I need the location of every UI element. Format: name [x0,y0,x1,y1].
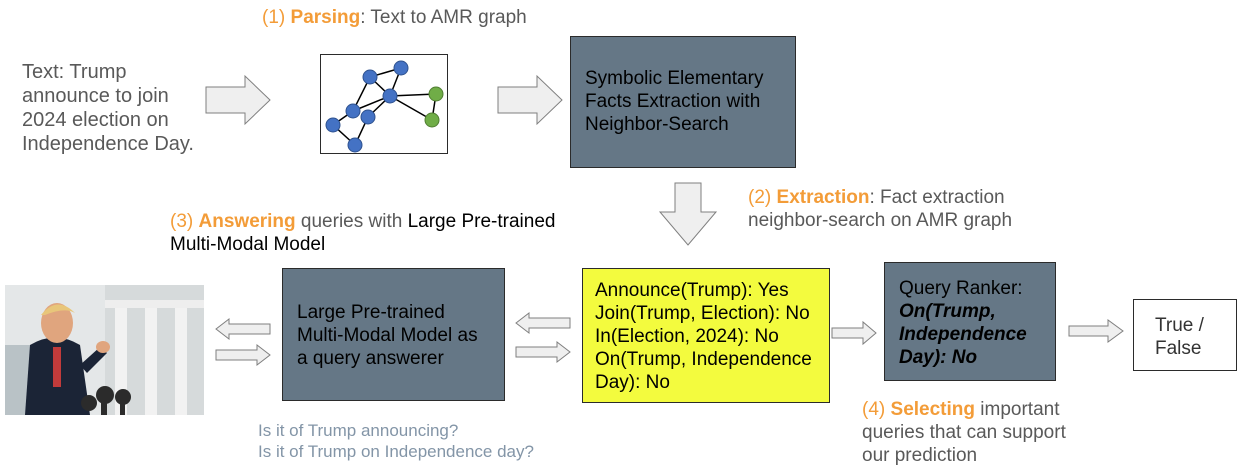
selected-query: On(Trump, Independence Day): No [899,300,1027,369]
fact-item: Day): No [595,372,670,393]
photo-illustration [5,285,204,415]
arrow-facts-to-model [515,311,571,335]
model-box: Large Pre-trained Multi-Modal Model as a… [282,268,505,401]
fact-item: Join(Trump, Election): No [595,303,810,324]
selecting-title: Selecting [890,399,975,420]
selecting-desc-line2: queries that can support [862,422,1066,443]
output-box: True / False [1133,299,1237,371]
answering-title: Answering [198,211,296,232]
model-box-line: Multi-Modal Model as [297,325,478,346]
answering-caption: (3) Answering queries with Large Pre-tra… [170,210,555,256]
fact-item: On(Trump, Independence [595,349,812,370]
selected-query-line: Day): No [899,347,978,368]
arrow-model-to-photo [215,317,271,341]
parsing-caption: (1) Parsing: Text to AMR graph [262,6,527,29]
fact-item: In(Election, 2024): No [595,326,779,347]
fact-item: Announce(Trump): Yes [595,280,789,301]
selecting-step: (4) [862,399,886,420]
answering-model-name: Large Pre-trained [407,211,556,232]
extraction-box-line: Neighbor-Search [585,114,729,135]
input-text: Text: Trump announce to join 2024 electi… [22,60,194,156]
amr-graph-box [320,54,448,154]
parsing-title: Parsing [290,7,361,28]
answering-step: (3) [170,211,194,232]
extraction-desc-line2: neighbor-search on AMR graph [748,210,1013,231]
extraction-box-line: Symbolic Elementary [585,68,764,89]
arrow-ranker-to-output [1068,319,1124,343]
selecting-desc-line3: our prediction [862,445,978,466]
parsing-step: (1) [262,7,286,28]
input-text-line: Independence Day. [22,133,194,155]
extraction-caption: (2) Extraction: Fact extraction neighbor… [748,186,1012,232]
model-box-line: a query answerer [297,348,444,369]
arrow-extraction-to-facts [658,182,718,246]
arrow-model-to-facts [515,340,571,364]
parsing-desc: : Text to AMR graph [360,7,527,28]
output-line: True / [1155,315,1204,336]
example-questions: Is it of Trump announcing? Is it of Trum… [258,420,534,462]
input-text-line: 2024 election on [22,109,169,131]
answering-desc: queries with [295,211,408,232]
input-text-line: Text: Trump [22,61,127,83]
question-item: Is it of Trump announcing? [258,421,459,440]
selected-query-line: On(Trump, [899,301,996,322]
output-text: True / False [1155,314,1204,360]
answering-model-name-line2: Multi-Modal Model [170,234,326,255]
extraction-box-text: Symbolic Elementary Facts Extraction wit… [585,67,763,136]
trump-photo [5,285,204,415]
selecting-caption: (4) Selecting important queries that can… [862,398,1066,467]
extraction-title: Extraction [776,187,870,208]
facts-box-text: Announce(Trump): Yes Join(Trump, Electio… [595,279,812,394]
input-text-line: announce to join [22,85,169,107]
arrow-photo-to-model [215,343,271,367]
facts-box: Announce(Trump): Yes Join(Trump, Electio… [582,268,830,403]
model-box-text: Large Pre-trained Multi-Modal Model as a… [297,301,478,370]
arrow-text-to-graph [205,74,271,126]
arrow-facts-to-ranker [831,320,877,346]
query-ranker-text: Query Ranker: On(Trump, Independence Day… [899,277,1027,369]
extraction-desc: : Fact extraction [869,187,1005,208]
arrow-graph-to-extraction [497,74,563,126]
selecting-desc: important [975,399,1060,420]
query-ranker-title: Query Ranker: [899,278,1023,299]
question-item: Is it of Trump on Independence day? [258,442,534,461]
extraction-box: Symbolic Elementary Facts Extraction wit… [570,36,796,168]
extraction-step: (2) [748,187,772,208]
amr-graph-icon [325,60,444,153]
output-line: False [1155,338,1202,359]
query-ranker-box: Query Ranker: On(Trump, Independence Day… [884,262,1056,381]
model-box-line: Large Pre-trained [297,302,445,323]
extraction-box-line: Facts Extraction with [585,91,761,112]
selected-query-line: Independence [899,324,1027,345]
